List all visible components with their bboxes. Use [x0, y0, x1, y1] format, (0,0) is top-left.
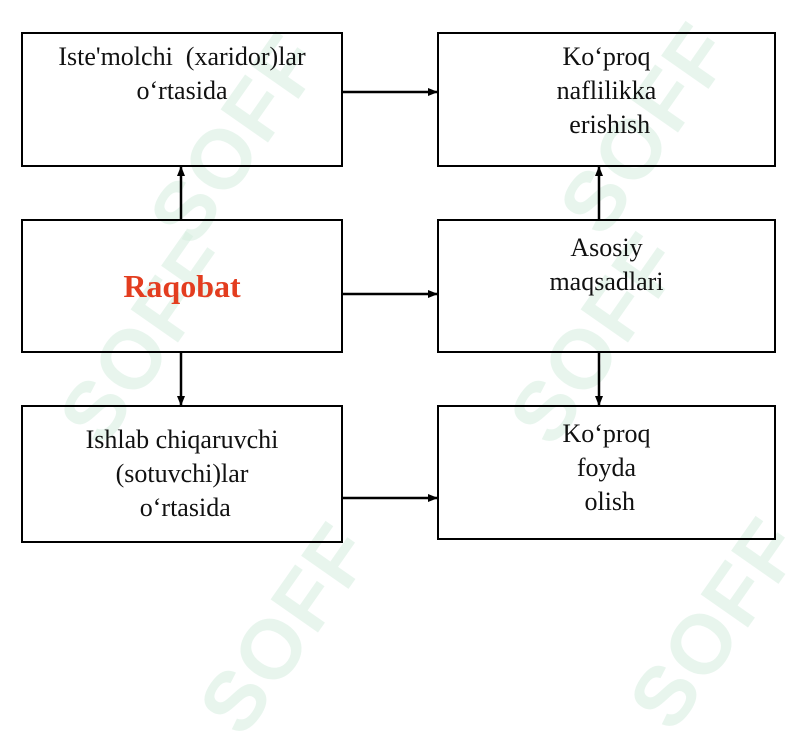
- more-utility-line: Ko‘proq: [562, 42, 651, 71]
- main-goals-box: Asosiy maqsadlari: [437, 219, 776, 353]
- competition-label: Raqobat: [123, 268, 241, 304]
- more-profit-box: Ko‘proq foyda olish: [437, 405, 776, 540]
- main-goals-line: Asosiy: [570, 233, 643, 262]
- more-profit-line: Ko‘proq: [562, 419, 651, 448]
- producers-line: o‘rtasida: [133, 493, 231, 522]
- more-utility-line: erishish: [562, 110, 651, 139]
- consumers-line: o‘rtasida: [136, 76, 228, 105]
- more-utility-line: naflilikka: [556, 76, 657, 105]
- connector-arrows: [177, 88, 603, 502]
- consumers-box: Iste'molchi (xaridor)lar o‘rtasida: [21, 32, 343, 167]
- producers-line: Ishlab chiqaruvchi: [85, 425, 279, 454]
- consumers-line: Iste'molchi (xaridor)lar: [58, 42, 306, 71]
- more-utility-box: Ko‘proq naflilikka erishish: [437, 32, 776, 167]
- competition-box: Raqobat: [21, 219, 343, 353]
- producers-line: (sotuvchi)lar: [115, 459, 249, 488]
- more-profit-line: foyda: [576, 453, 637, 482]
- producers-box: Ishlab chiqaruvchi (sotuvchi)lar o‘rtasi…: [21, 405, 343, 543]
- more-profit-line: olish: [577, 487, 636, 516]
- main-goals-line: maqsadlari: [549, 267, 664, 296]
